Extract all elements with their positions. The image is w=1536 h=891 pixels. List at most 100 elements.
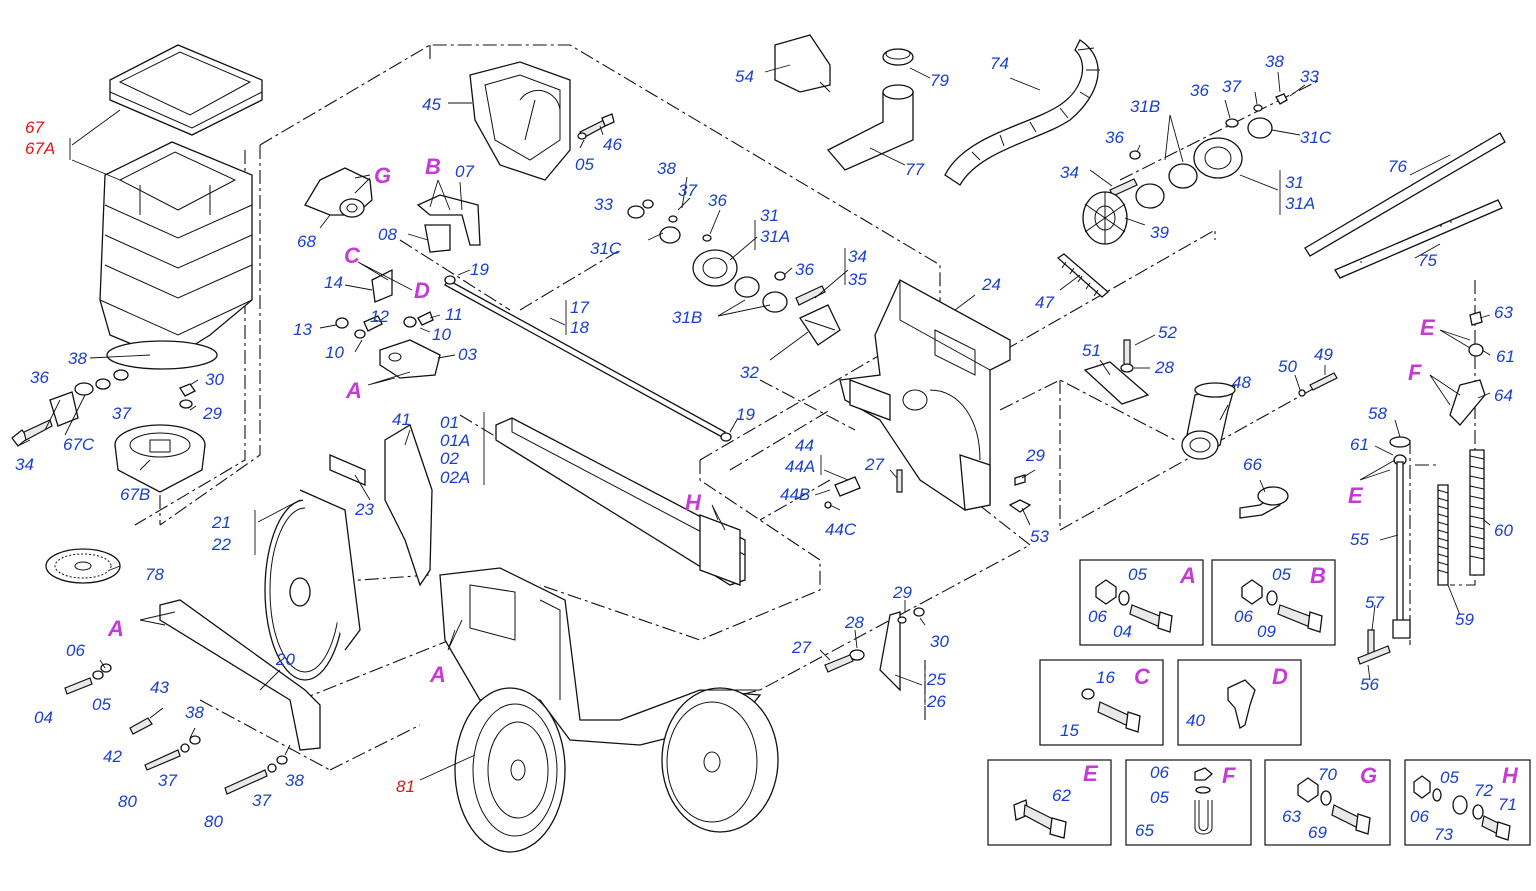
label-67c: 67C bbox=[63, 435, 95, 454]
label-67: 67 bbox=[25, 118, 44, 137]
label-42: 42 bbox=[103, 747, 122, 766]
label-79: 79 bbox=[930, 71, 949, 90]
detail-h-letter: H bbox=[1502, 763, 1519, 788]
detail-a-label-06: 06 bbox=[1088, 607, 1107, 626]
detail-d-letter: D bbox=[1272, 664, 1288, 689]
label-33b: 33 bbox=[1300, 67, 1319, 86]
label-61b: 61 bbox=[1350, 435, 1369, 454]
label-37a: 37 bbox=[112, 404, 131, 423]
label-37d: 37 bbox=[678, 181, 697, 200]
label-41: 41 bbox=[392, 410, 411, 429]
label-77: 77 bbox=[905, 160, 924, 179]
bracket-23 bbox=[329, 454, 366, 486]
label-64: 64 bbox=[1494, 386, 1513, 405]
label-01: 01 bbox=[440, 413, 459, 432]
detail-g-label-69: 69 bbox=[1308, 823, 1327, 842]
label-12: 12 bbox=[370, 307, 389, 326]
label-a3: A bbox=[429, 662, 446, 687]
detail-h-label-72: 72 bbox=[1474, 781, 1493, 800]
label-46: 46 bbox=[603, 135, 622, 154]
label-c: C bbox=[344, 243, 361, 268]
label-30b: 30 bbox=[930, 632, 949, 651]
ring-66 bbox=[1239, 486, 1289, 519]
label-38b: 38 bbox=[185, 703, 204, 722]
label-53: 53 bbox=[1030, 527, 1049, 546]
label-76: 76 bbox=[1388, 157, 1407, 176]
detail-f-label-06: 06 bbox=[1150, 763, 1169, 782]
drive-part-68 bbox=[304, 167, 373, 218]
label-32: 32 bbox=[740, 363, 759, 382]
detail-a-label-05: 05 bbox=[1128, 565, 1147, 584]
label-36e: 36 bbox=[1190, 81, 1209, 100]
label-27a: 27 bbox=[864, 455, 884, 474]
clamp-79 bbox=[882, 48, 914, 66]
detail-b-label-05: 05 bbox=[1272, 565, 1291, 584]
label-03: 03 bbox=[458, 345, 477, 364]
plate-51-52-28 bbox=[1083, 339, 1150, 405]
label-59: 59 bbox=[1455, 610, 1474, 629]
label-31b: 31 bbox=[1285, 173, 1304, 192]
frame-24 bbox=[839, 279, 1011, 511]
label-21: 21 bbox=[211, 513, 231, 532]
label-31a: 31 bbox=[760, 206, 779, 225]
nut-29-30-a bbox=[179, 383, 196, 409]
label-49: 49 bbox=[1314, 345, 1333, 364]
detail-g-label-70: 70 bbox=[1318, 765, 1337, 784]
detail-a-letter: A bbox=[1179, 563, 1196, 588]
label-43: 43 bbox=[150, 678, 169, 697]
label-e2: E bbox=[1348, 483, 1364, 508]
label-06a: 06 bbox=[66, 641, 85, 660]
seed-meter-45 bbox=[469, 61, 571, 181]
label-51: 51 bbox=[1082, 341, 1101, 360]
label-25: 25 bbox=[926, 670, 946, 689]
label-55: 55 bbox=[1350, 530, 1369, 549]
corrugated-hose-74 bbox=[944, 39, 1100, 186]
seed-disc-78 bbox=[45, 548, 121, 584]
label-36b: 36 bbox=[708, 191, 727, 210]
label-30a: 30 bbox=[205, 370, 224, 389]
label-26: 26 bbox=[926, 692, 946, 711]
clip-14 bbox=[371, 268, 393, 303]
spring-parts-55-64 bbox=[1357, 311, 1486, 665]
detail-box-e: 62 E bbox=[987, 759, 1112, 846]
bracket-67c bbox=[49, 391, 79, 427]
detail-e-letter: E bbox=[1083, 761, 1099, 786]
label-52: 52 bbox=[1158, 323, 1177, 342]
label-10b: 10 bbox=[325, 343, 344, 362]
label-31c-a: 31C bbox=[590, 239, 622, 258]
bracket-07-08 bbox=[416, 194, 481, 253]
straps-75-76 bbox=[1304, 132, 1506, 279]
label-44: 44 bbox=[795, 436, 814, 455]
label-34a: 34 bbox=[15, 455, 34, 474]
detail-f-letter: F bbox=[1222, 763, 1236, 788]
bolt-49-50 bbox=[1298, 372, 1338, 397]
label-58: 58 bbox=[1368, 404, 1387, 423]
label-57: 57 bbox=[1365, 593, 1384, 612]
label-19a: 19 bbox=[470, 260, 489, 279]
label-80b: 80 bbox=[204, 812, 223, 831]
detail-h-label-73: 73 bbox=[1434, 825, 1453, 844]
label-61a: 61 bbox=[1496, 347, 1515, 366]
label-b: B bbox=[425, 154, 441, 179]
label-13: 13 bbox=[293, 320, 312, 339]
detail-f-label-65: 65 bbox=[1135, 821, 1154, 840]
label-19b: 19 bbox=[736, 405, 755, 424]
detail-h-label-06: 06 bbox=[1410, 807, 1429, 826]
label-27b: 27 bbox=[791, 638, 811, 657]
label-63a: 63 bbox=[1494, 303, 1513, 322]
label-36d: 36 bbox=[1105, 128, 1124, 147]
label-05b: 05 bbox=[92, 695, 111, 714]
label-04a: 04 bbox=[34, 708, 53, 727]
label-22: 22 bbox=[211, 535, 231, 554]
label-d: D bbox=[414, 278, 430, 303]
label-g: G bbox=[374, 163, 391, 188]
label-33a: 33 bbox=[594, 195, 613, 214]
label-31b-b: 31B bbox=[1130, 97, 1160, 116]
bevel-gear-39 bbox=[1082, 191, 1128, 245]
label-38a: 38 bbox=[68, 349, 87, 368]
scraper-25-26 bbox=[824, 607, 925, 692]
label-36a: 36 bbox=[30, 368, 49, 387]
label-38d: 38 bbox=[657, 159, 676, 178]
detail-e-label-62: 62 bbox=[1052, 786, 1071, 805]
label-28b: 28 bbox=[844, 613, 864, 632]
